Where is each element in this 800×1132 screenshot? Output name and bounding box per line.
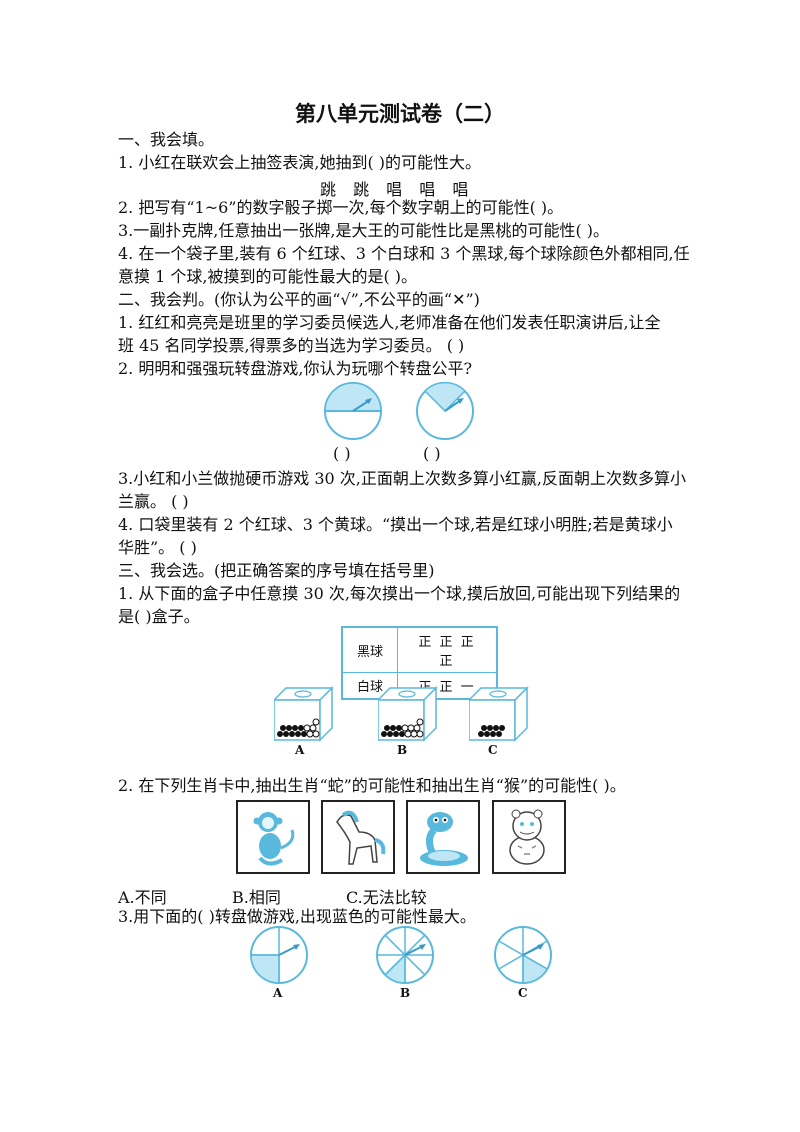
- question-3-2: 2. 在下列生肖卡中,抽出生肖“蛇”的可能性和抽出生肖“猴”的可能性( )。: [118, 776, 626, 795]
- question-1-4-line1: 4. 在一个袋子里,装有 6 个红球、3 个白球和 3 个黑球,每个球除颜色外都…: [118, 244, 690, 263]
- section-heading-fill: 一、我会填。: [118, 130, 215, 149]
- spinner-option-c: [494, 926, 552, 984]
- option-b: B.相同: [232, 888, 281, 907]
- question-2-2: 2. 明明和强强玩转盘游戏,你认为玩哪个转盘公平?: [118, 359, 473, 378]
- monkey-card-icon: [236, 800, 310, 874]
- horse-card-icon: [321, 800, 395, 874]
- spinner-label-a: A: [273, 986, 283, 1000]
- spinner-label-c: C: [518, 986, 528, 1000]
- ball-box-c: [469, 686, 529, 742]
- question-1-1: 1. 小红在联欢会上抽签表演,她抽到( )的可能性大。: [118, 153, 482, 172]
- spinner-option-b: [376, 926, 434, 984]
- spinner-label-b: B: [400, 986, 411, 1000]
- question-3-3: 3.用下面的( )转盘做游戏,出现蓝色的可能性最大。: [118, 907, 476, 926]
- box-label-c: C: [488, 743, 498, 757]
- question-1-4-line2: 意摸 1 个球,被摸到的可能性最大的是( )。: [118, 267, 418, 286]
- question-2-1-line2: 班 45 名同学投票,得票多的当选为学习委员。 ( ): [118, 336, 465, 355]
- spinner-half: [324, 382, 382, 440]
- option-a: A.不同: [118, 888, 167, 907]
- tally-table: 黑球 正 正 正 正 白球 正 正 一: [341, 626, 498, 700]
- box-label-b: B: [397, 743, 408, 757]
- tiger-card-icon: [492, 800, 566, 874]
- question-2-1-line1: 1. 红红和亮亮是班里的学习委员候选人,老师准备在他们发表任职演讲后,让全: [118, 313, 661, 332]
- option-c: C.无法比较: [346, 888, 427, 907]
- question-3-1-line2: 是( )盒子。: [118, 607, 200, 626]
- question-2-4-line2: 华胜”。 ( ): [118, 538, 197, 557]
- section-heading-judge: 二、我会判。(你认为公平的画“√”,不公平的画“✕”): [118, 290, 480, 309]
- section-heading-choose: 三、我会选。(把正确答案的序号填在括号里): [118, 561, 435, 580]
- ball-box-b: [378, 686, 438, 742]
- question-2-3-line2: 兰赢。 ( ): [118, 492, 189, 511]
- spinner-quarter: [416, 381, 474, 440]
- tally-label-black: 黑球: [341, 626, 398, 673]
- snake-card-icon: [406, 800, 480, 874]
- lottery-words: 跳 跳 唱 唱 唱: [320, 180, 475, 199]
- tally-marks-black: 正 正 正 正: [397, 626, 498, 673]
- question-1-3: 3.一副扑克牌,任意抽出一张牌,是大王的可能性比是黑桃的可能性( )。: [118, 221, 610, 240]
- ball-box-a: [274, 686, 334, 742]
- question-2-4-line1: 4. 口袋里装有 2 个红球、3 个黄球。“摸出一个球,若是红球小明胜;若是黄球…: [118, 515, 673, 534]
- question-2-3-line1: 3.小红和小兰做抛硬币游戏 30 次,正面朝上次数多算小红赢,反面朝上次数多算小: [118, 469, 686, 488]
- page-title: 第八单元测试卷（二）: [295, 101, 505, 126]
- box-label-a: A: [295, 743, 305, 757]
- question-3-1-line1: 1. 从下面的盒子中任意摸 30 次,每次摸出一个球,摸后放回,可能出现下列结果…: [118, 584, 681, 603]
- answer-paren-b: ( ): [423, 444, 441, 463]
- answer-paren-a: ( ): [333, 444, 351, 463]
- question-1-2: 2. 把写有“1~6”的数字骰子掷一次,每个数字朝上的可能性( )。: [118, 198, 564, 217]
- table-row: 黑球 正 正 正 正: [341, 626, 498, 673]
- spinner-option-a: [250, 926, 308, 984]
